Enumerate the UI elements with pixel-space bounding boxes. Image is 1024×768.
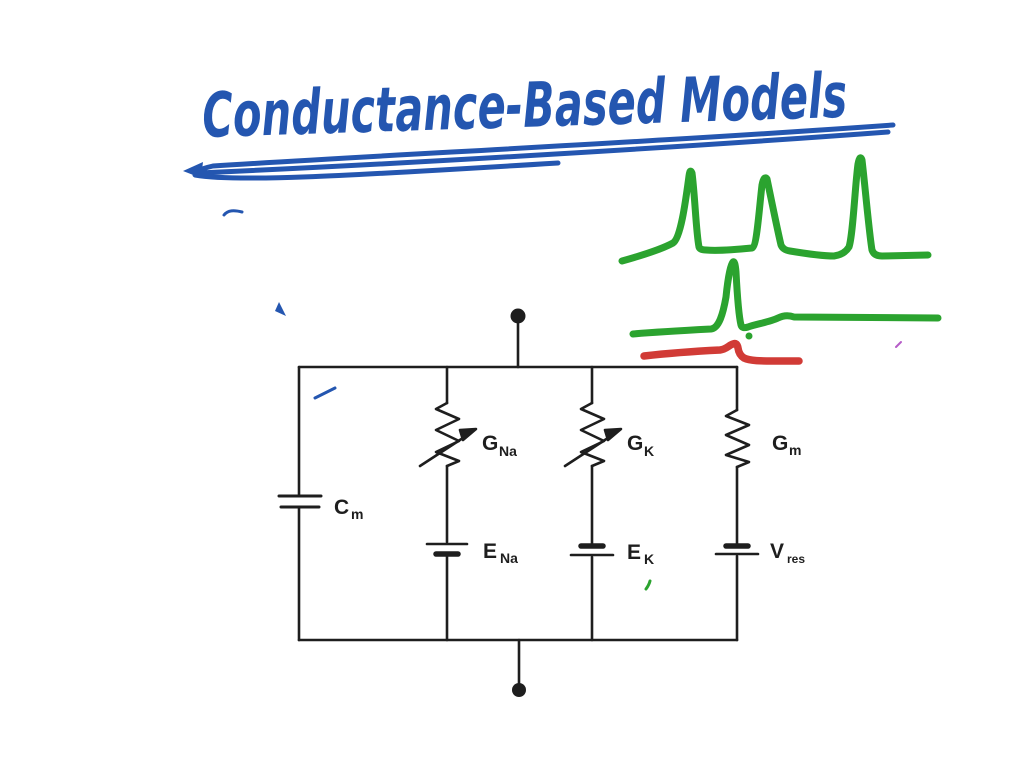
label-gk: G: [627, 432, 643, 455]
page-title: Conductance-Based Models: [201, 59, 848, 152]
green-traces: [618, 154, 942, 591]
label-cm-sub: m: [351, 506, 363, 522]
label-gna: G: [482, 432, 498, 455]
green-tick-mark: [644, 579, 652, 591]
label-cm: C: [334, 496, 349, 519]
underline-arrowhead-icon: [183, 162, 203, 178]
label-vres-sub: res: [787, 552, 805, 566]
terminal-dots: [510, 308, 526, 697]
na-variable-arrowhead-icon: [458, 427, 478, 442]
label-ek: E: [627, 541, 641, 564]
green-dot: [745, 332, 753, 340]
single-spike-trace: [629, 258, 942, 338]
blue-dash-mark: [313, 386, 337, 400]
label-vres: V: [770, 540, 784, 563]
magenta-speck-mark: [895, 341, 902, 348]
circuit-diagram: [277, 321, 760, 686]
na-resistor-zigzag: [434, 401, 461, 468]
label-gk-sub: K: [644, 443, 654, 459]
k-variable-arrow: [563, 434, 613, 468]
label-ena: E: [483, 540, 497, 563]
top-terminal-dot: [510, 308, 526, 324]
label-ek-sub: K: [644, 551, 654, 567]
leak-resistor-zigzag: [724, 408, 751, 469]
underline-lower-stroke: [192, 160, 561, 181]
blue-tilde-mark: [222, 209, 244, 217]
label-gm: G: [772, 432, 788, 455]
stimulus-trace: [640, 339, 803, 365]
na-variable-arrow: [418, 434, 468, 468]
blue-pen-marks: [222, 209, 337, 400]
k-variable-arrowhead-icon: [603, 427, 623, 442]
spike-train-trace: [618, 154, 932, 265]
label-gm-sub: m: [789, 442, 801, 458]
k-resistor-zigzag: [579, 401, 606, 468]
blue-triangle-mark: [275, 302, 286, 316]
label-ena-sub: Na: [500, 550, 518, 566]
bottom-terminal-dot: [512, 683, 526, 697]
circuit-labels: C m G Na E Na G K E K G m V res: [334, 432, 805, 567]
label-gna-sub: Na: [499, 443, 517, 459]
